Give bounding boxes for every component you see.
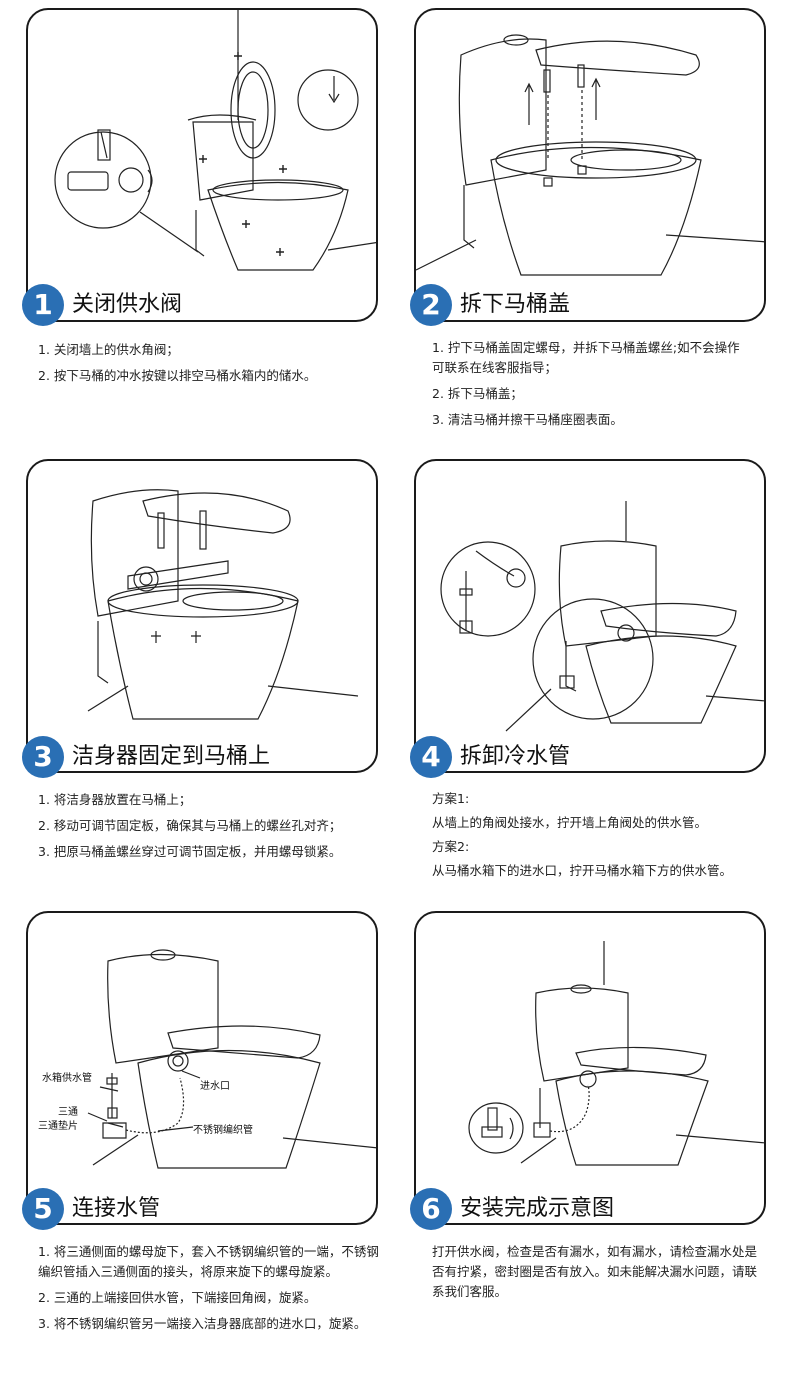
step-4-illustration [440, 501, 764, 732]
step-1-description: 1. 关闭墙上的供水角阀； 2. 按下马桶的冲水按键以排空马桶水箱内的储水。 [38, 340, 383, 392]
step-5-title: 连接水管 [72, 1196, 161, 1221]
label-inlet: 进水口 [200, 1081, 230, 1092]
step-4-line-1: 方案1: [432, 791, 470, 806]
step-2-heading: 2 拆下马桶盖 [410, 284, 630, 326]
step-6-title: 安装完成示意图 [460, 1196, 615, 1221]
step-4-panel [414, 459, 766, 773]
step-4-description: 方案1: 从墙上的角阀处接水，拧开墙上角阀处的供水管。 方案2: 从马桶水箱下的… [432, 789, 762, 885]
step-2-line-1: 1. 拧下马桶盖固定螺母，并拆下马桶盖螺丝;如不会操作可联系在线客服指导； [432, 340, 740, 375]
step-6-heading: 6 安装完成示意图 [410, 1188, 670, 1230]
step-4-heading: 4 拆卸冷水管 [410, 736, 630, 778]
step-5-line-2: 2. 三通的上端接回供水管，下端接回角阀，旋紧。 [38, 1290, 317, 1305]
step-3-line-3: 3. 把原马桶盖螺丝穿过可调节固定板，并用螺母锁紧。 [38, 844, 342, 859]
step-6-line-1: 打开供水阀，检查是否有漏水，如有漏水，请检查漏水处是否有拧紧，密封圈是否有放入。… [432, 1244, 758, 1299]
step-3-panel [26, 459, 378, 773]
step-1-title: 关闭供水阀 [72, 292, 183, 317]
step-3-title: 洁身器固定到马桶上 [72, 744, 271, 769]
step-5-line-3: 3. 将不锈钢编织管另一端接入洁身器底部的进水口，旋紧。 [38, 1316, 367, 1331]
step-3-heading: 3 洁身器固定到马桶上 [22, 736, 322, 778]
step-2-line-2: 2. 拆下马桶盖； [432, 386, 523, 401]
step-4-line-2: 从墙上的角阀处接水，拧开墙上角阀处的供水管。 [432, 815, 708, 830]
step-5-panel: 水箱供水管 三通 三通垫片 进水口 不锈钢编织管 [26, 911, 378, 1225]
step-3-illustration [87, 489, 359, 720]
step-6-illustration [468, 941, 764, 1166]
step-1-panel [26, 8, 378, 322]
label-tee: 三通 [58, 1107, 78, 1118]
step-4-line-4: 从马桶水箱下的进水口，拧开马桶水箱下方的供水管。 [432, 863, 733, 878]
step-4-title: 拆卸冷水管 [460, 744, 571, 769]
step-6-panel [414, 911, 766, 1225]
label-tank-supply: 水箱供水管 [42, 1073, 92, 1084]
step-6-description: 打开供水阀，检查是否有漏水，如有漏水，请检查漏水处是否有拧紧，密封圈是否有放入。… [432, 1242, 768, 1308]
step-2-panel [414, 8, 766, 322]
step-3-number-badge: 3 [22, 736, 64, 778]
step-4-number-badge: 4 [410, 736, 452, 778]
step-1-heading: 1 关闭供水阀 [22, 284, 222, 326]
step-1-line-1: 1. 关闭墙上的供水角阀； [38, 342, 179, 357]
step-2-description: 1. 拧下马桶盖固定螺母，并拆下马桶盖螺丝;如不会操作可联系在线客服指导； 2.… [432, 338, 750, 436]
step-1-line-2: 2. 按下马桶的冲水按键以排空马桶水箱内的储水。 [38, 368, 317, 383]
step-5-number-badge: 5 [22, 1188, 64, 1230]
step-3-description: 1. 将洁身器放置在马桶上； 2. 移动可调节固定板，确保其与马桶上的螺丝孔对齐… [38, 790, 383, 868]
step-5-heading: 5 连接水管 [22, 1188, 242, 1230]
step-5-line-1: 1. 将三通侧面的螺母旋下，套入不锈钢编织管的一端，不锈钢编织管插入三通侧面的接… [38, 1244, 379, 1279]
label-braided-hose: 不锈钢编织管 [193, 1125, 253, 1136]
step-5-description: 1. 将三通侧面的螺母旋下，套入不锈钢编织管的一端，不锈钢编织管插入三通侧面的接… [38, 1242, 380, 1340]
step-2-number-badge: 2 [410, 284, 452, 326]
step-1-illustration [54, 10, 376, 271]
step-3-line-2: 2. 移动可调节固定板，确保其与马桶上的螺丝孔对齐； [38, 818, 342, 833]
step-4-line-3: 方案2: [432, 839, 470, 854]
step-2-illustration [416, 34, 764, 276]
label-tee-gasket: 三通垫片 [38, 1121, 78, 1132]
step-3-line-1: 1. 将洁身器放置在马桶上； [38, 792, 192, 807]
step-1-number-badge: 1 [22, 284, 64, 326]
step-2-title: 拆下马桶盖 [460, 292, 571, 317]
step-2-line-3: 3. 清洁马桶并擦干马桶座圈表面。 [432, 412, 623, 427]
step-6-number-badge: 6 [410, 1188, 452, 1230]
step-5-illustration [87, 949, 376, 1169]
